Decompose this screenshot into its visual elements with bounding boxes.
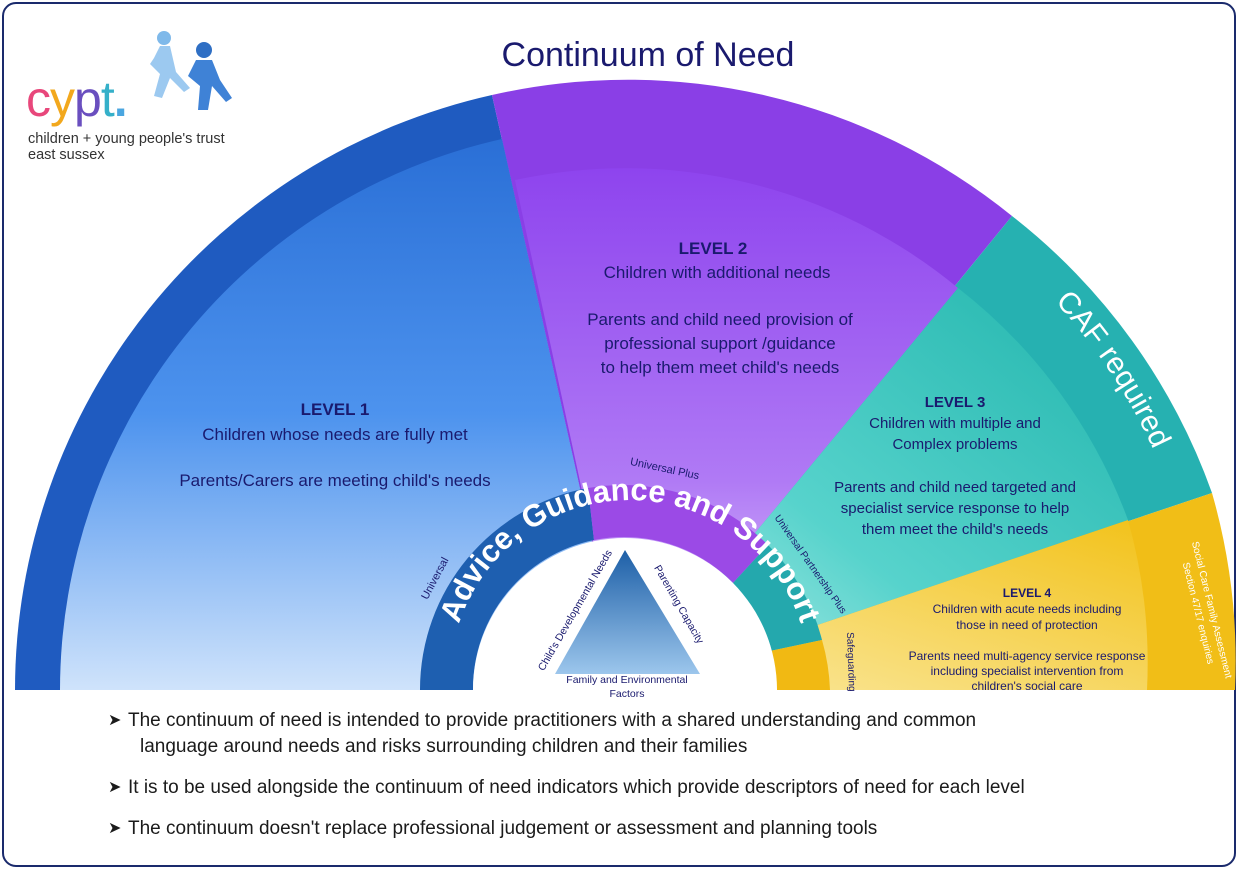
triangle — [555, 550, 700, 674]
level3-line2: Complex problems — [892, 436, 1017, 453]
triangle-bottom-line1: Family and Environmental — [566, 674, 687, 686]
level2-heading: LEVEL 2 — [679, 239, 748, 258]
bullet-item: ➤ The continuum doesn't replace professi… — [108, 816, 1212, 842]
level2-line4: to help them meet child's needs — [601, 358, 840, 377]
level1-line1: Children whose needs are fully met — [202, 425, 468, 444]
triangle-bottom-line2: Factors — [609, 688, 644, 700]
bullet-line: It is to be used alongside the continuum… — [128, 777, 1025, 798]
level2-line1: Children with additional needs — [604, 263, 831, 282]
bullet-line: language around needs and risks surround… — [140, 736, 748, 757]
level1-line2: Parents/Carers are meeting child's needs — [179, 471, 490, 490]
level3-heading: LEVEL 3 — [925, 394, 986, 411]
ring-safeguarding — [770, 640, 830, 690]
ring-universal-plus — [588, 484, 768, 583]
level4-line5: children's social care — [971, 679, 1082, 693]
level4-heading: LEVEL 4 — [1003, 586, 1052, 600]
bullet-line: The continuum doesn't replace profession… — [128, 818, 878, 839]
logo-line1: children + young people's trust — [28, 131, 225, 147]
level3-line1: Children with multiple and — [869, 415, 1041, 432]
level1-heading: LEVEL 1 — [301, 400, 370, 419]
arrow-bullet-icon: ➤ — [108, 820, 122, 837]
arrow-bullet-icon: ➤ — [108, 712, 122, 729]
bullet-item: ➤ The continuum of need is intended to p… — [108, 708, 1212, 760]
bullet-item: ➤ It is to be used alongside the continu… — [108, 775, 1212, 801]
cypt-logo: cypt. children + young people's trust ea… — [22, 28, 262, 168]
level2-line2: Parents and child need provision of — [587, 310, 853, 329]
logo-wordmark: cypt. — [26, 71, 128, 127]
logo-line2: east sussex — [28, 147, 105, 163]
level3-line4: specialist service response to help — [841, 500, 1069, 517]
safeguarding-label: Safeguarding — [844, 632, 857, 692]
level2-line3: professional support /guidance — [604, 334, 836, 353]
level4-line2: those in need of protection — [956, 618, 1097, 632]
level4-line1: Children with acute needs including — [933, 602, 1122, 616]
arrow-bullet-icon: ➤ — [108, 779, 122, 796]
page-title: Continuum of Need — [502, 36, 795, 74]
ring-universal-partnership — [733, 545, 822, 651]
logo-subtitle: children + young people's trust east sus… — [28, 131, 225, 163]
level3-line5: them meet the child's needs — [862, 521, 1048, 538]
bullet-line: The continuum of need is intended to pro… — [128, 710, 977, 731]
children-figures-icon — [150, 31, 232, 110]
level4-line4: including specialist intervention from — [931, 664, 1124, 678]
ring-universal — [419, 488, 594, 690]
level4-line3: Parents need multi-agency service respon… — [909, 649, 1146, 663]
level3-line3: Parents and child need targeted and — [834, 479, 1076, 496]
bullet-list: ➤ The continuum of need is intended to p… — [108, 708, 1212, 857]
